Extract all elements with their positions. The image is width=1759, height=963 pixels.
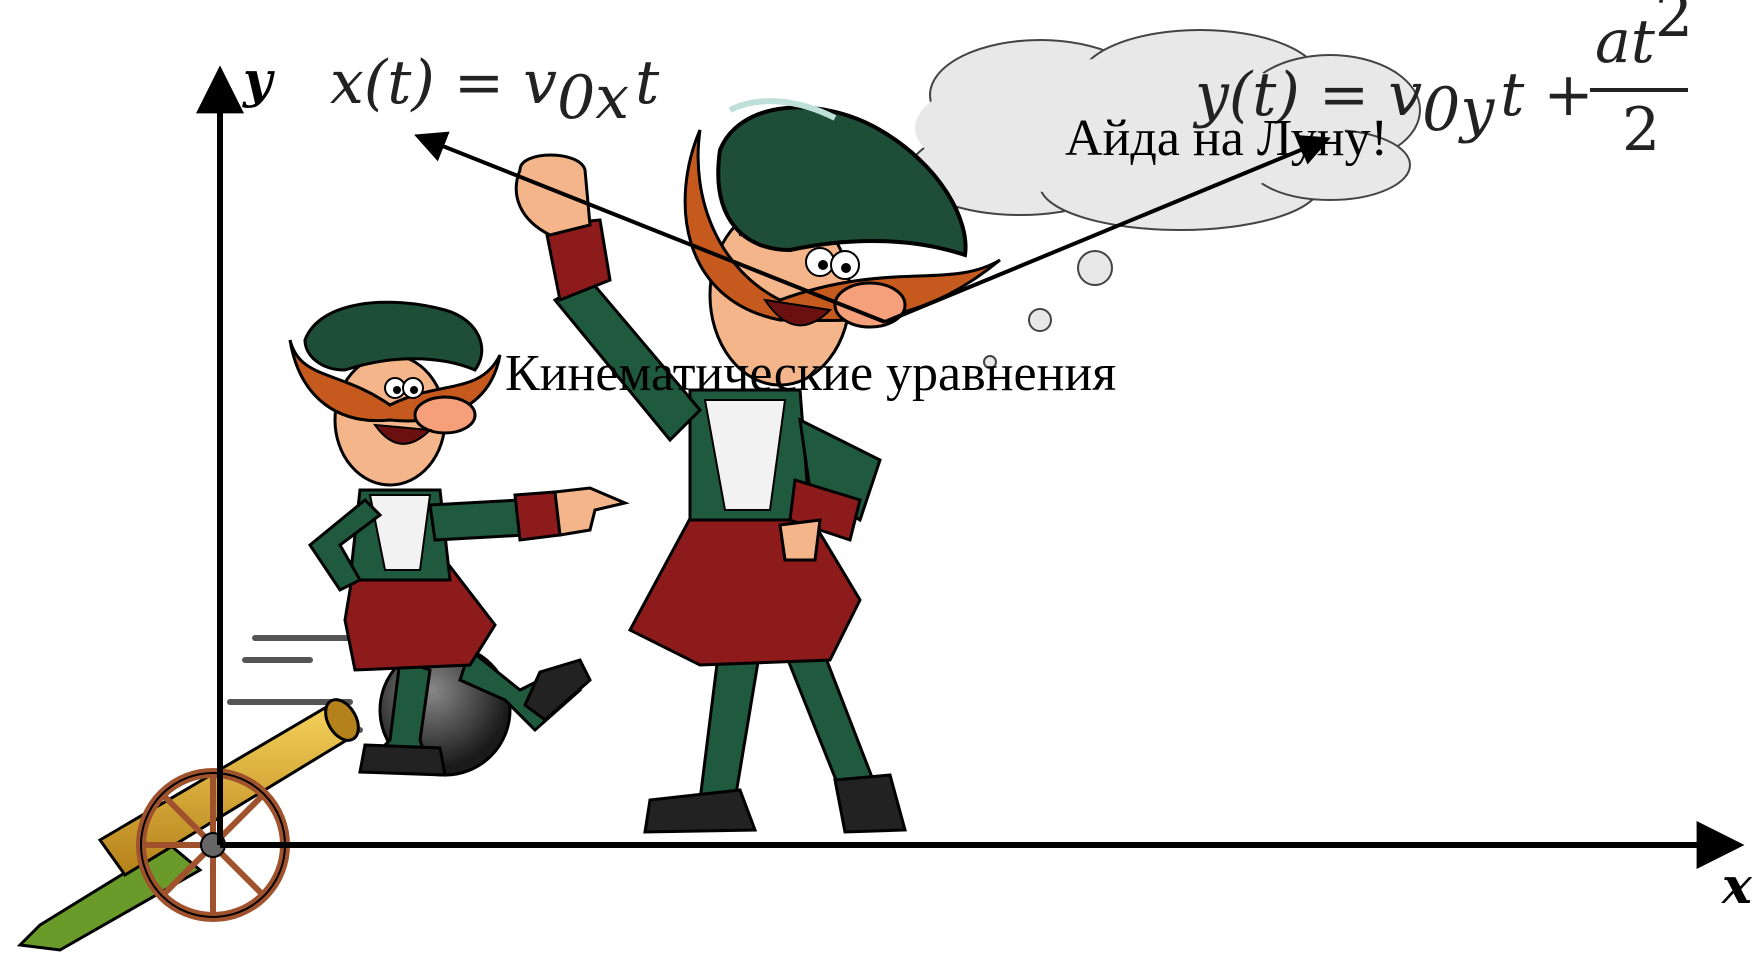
- cannon-carriage: [16, 843, 203, 952]
- big-character: [514, 98, 1001, 834]
- x-axis-label: x: [1721, 856, 1753, 915]
- thought-dot-large: [1077, 250, 1113, 286]
- big-right-shoe: [833, 773, 907, 834]
- equation-x-subscript: 0x: [557, 63, 629, 133]
- equation-y-numerator: at2: [1595, 0, 1693, 77]
- equation-y-lhs: y(t) = v: [1192, 60, 1422, 130]
- small-right-shoe: [523, 658, 592, 722]
- thought-cloud: [909, 29, 1421, 369]
- thought-dot-medium: [1028, 308, 1052, 332]
- thought-dot-small: [983, 355, 997, 369]
- big-left-shoe: [643, 788, 758, 834]
- equation-y-fraction: at2 2: [1590, 0, 1693, 165]
- small-left-shoe: [358, 743, 447, 777]
- slide-title: Кинематические уравнения: [505, 345, 1116, 402]
- thought-bubble-text: Айда на Луну!: [1065, 110, 1388, 167]
- equation-y-subscript: 0y: [1422, 75, 1495, 145]
- pointer-x-equation: [414, 131, 886, 324]
- numerator-text: at: [1595, 7, 1656, 77]
- big-mustache: [683, 129, 1001, 322]
- big-fist: [514, 153, 592, 237]
- y-axis-label: y: [242, 50, 275, 109]
- small-character: [288, 300, 630, 777]
- pointer-y-equation: [884, 134, 1331, 324]
- cannon: [16, 698, 360, 952]
- equation-y-mid: t +: [1500, 60, 1593, 130]
- coordinate-axes: y x: [196, 50, 1753, 915]
- small-hat: [303, 300, 484, 372]
- equation-y-denominator: 2: [1622, 95, 1660, 165]
- equation-x-rhs: t: [635, 48, 660, 118]
- equation-x-lhs: x(t) = v: [330, 48, 557, 118]
- numerator-superscript: 2: [1655, 0, 1693, 51]
- equation-pointers: [414, 131, 1331, 324]
